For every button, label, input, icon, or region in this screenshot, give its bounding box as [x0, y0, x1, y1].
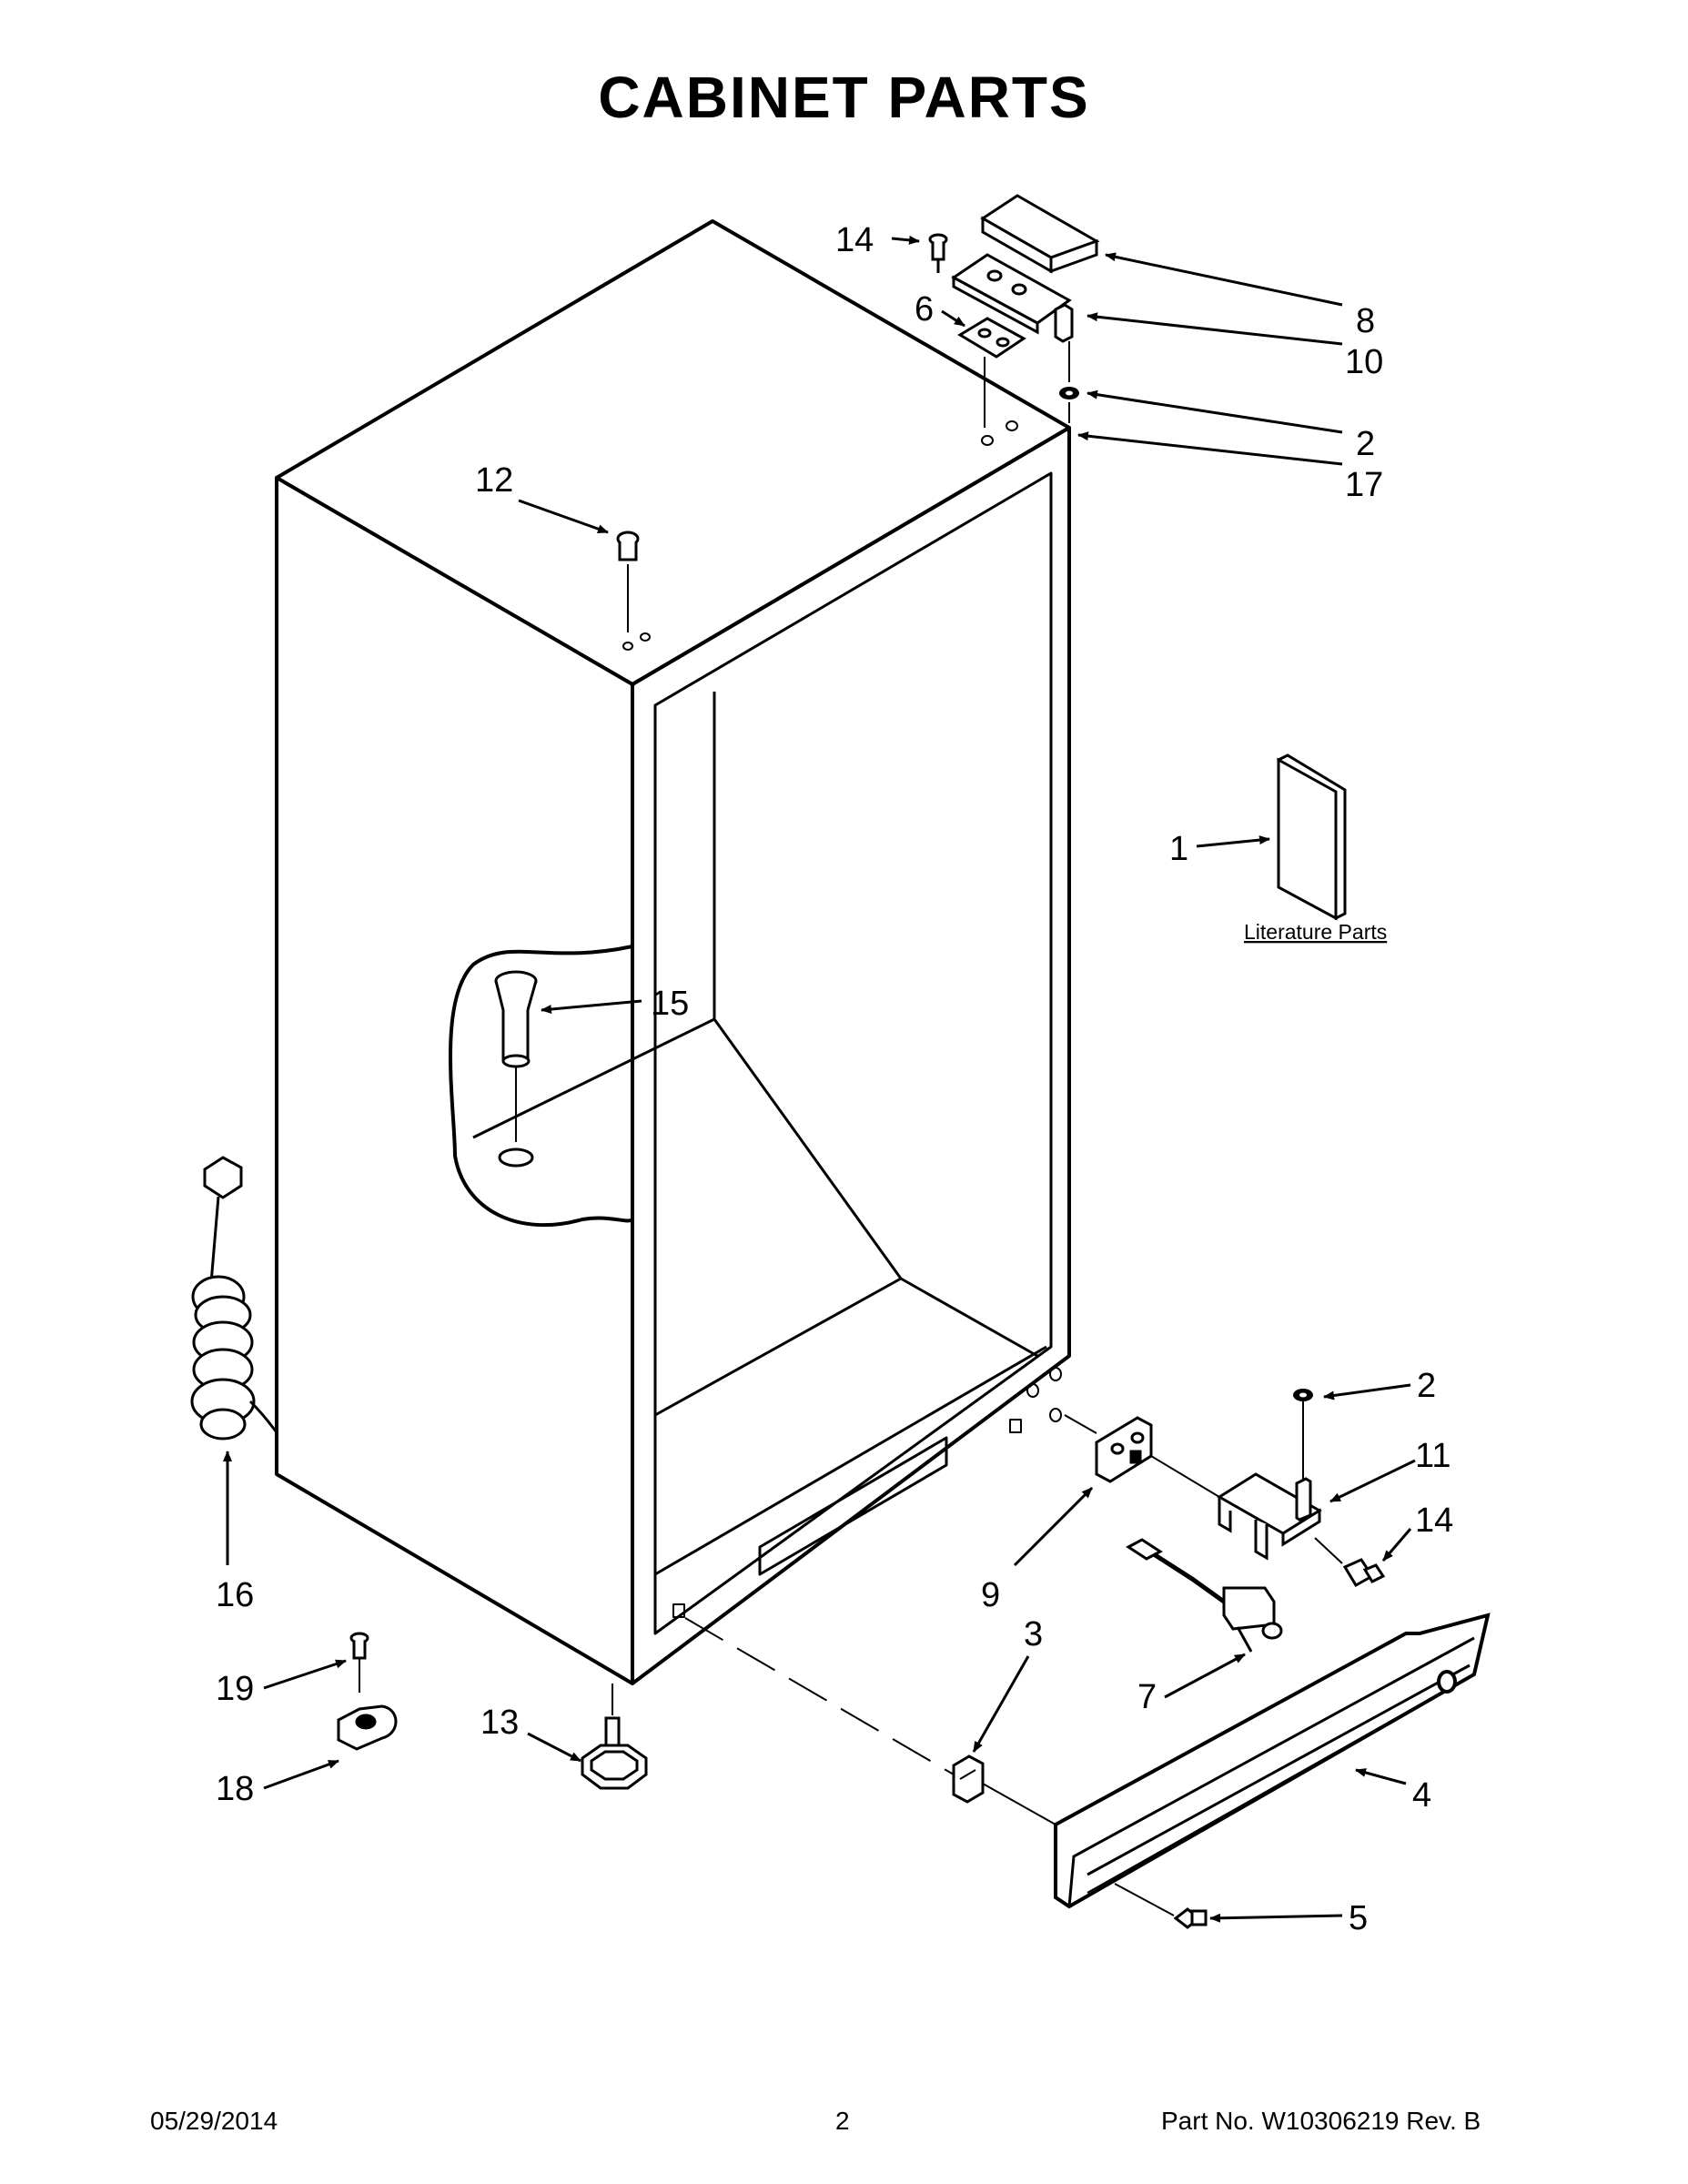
footer-date: 05/29/2014 [150, 2107, 278, 2135]
callout-19: 19 [216, 1670, 254, 1708]
bottom-hinge-part [1217, 1401, 1322, 1561]
footer-part-number: Part No. W10306219 Rev. B [1161, 2107, 1481, 2135]
callout-2: 2 [1356, 425, 1375, 463]
literature-parts-label: Literature Parts [1244, 920, 1387, 944]
grille-screw-part [1114, 1883, 1208, 1929]
cord-clamp-part [337, 1704, 398, 1751]
callout-6: 6 [915, 290, 934, 329]
callout-11: 11 [1415, 1437, 1450, 1475]
drain-tube-part [494, 970, 538, 1168]
washer-bottom-part [1293, 1389, 1313, 1401]
callout-3: 3 [1024, 1615, 1043, 1653]
screw-bottom-part [1314, 1537, 1386, 1588]
callout-1: 1 [1169, 830, 1188, 868]
bottom-hinge-plate-part [1064, 1414, 1220, 1498]
literature-book-part [1277, 753, 1347, 921]
leader-arrows [223, 235, 1416, 1923]
callout-4: 4 [1412, 1776, 1431, 1815]
callout-18: 18 [216, 1770, 254, 1808]
base-grille-part [1054, 1613, 1491, 1909]
grille-alignment-line [684, 1617, 1056, 1825]
callout-10: 10 [1345, 343, 1383, 381]
callout-12: 12 [475, 461, 513, 500]
callout-16: 16 [216, 1576, 254, 1614]
hinge-shim-part [957, 317, 1026, 359]
callout-7: 7 [1137, 1678, 1157, 1716]
cutaway-bubble [449, 944, 715, 1228]
cabinet-body [275, 219, 1071, 1685]
callout-17: 17 [1345, 466, 1383, 504]
clamp-screw-part [349, 1632, 369, 1693]
wire-harness-part [1126, 1538, 1283, 1653]
footer-page-number: 2 [835, 2107, 850, 2135]
callout-8: 8 [1356, 302, 1375, 340]
alignment-lines-top [984, 341, 1070, 428]
callout-15: 15 [651, 985, 689, 1023]
power-cord-part [190, 1156, 279, 1441]
callout-14: 14 [835, 221, 874, 259]
screw-top-part [928, 233, 948, 273]
washer-top-part [1059, 387, 1079, 399]
leveling-leg-part [581, 1684, 648, 1790]
page-title: CABINET PARTS [598, 65, 1090, 130]
callout-9: 9 [981, 1576, 1000, 1614]
callout-2-bottom: 2 [1417, 1367, 1436, 1405]
top-holes [622, 420, 1018, 651]
hinge-cover-part [980, 194, 1100, 274]
top-plug-part [616, 531, 640, 632]
callout-labels: 14 8 6 10 2 17 12 1 Literature Parts 15 … [216, 221, 1453, 1937]
callout-13: 13 [480, 1704, 519, 1742]
top-hinge-part [951, 253, 1074, 343]
callout-5: 5 [1349, 1899, 1368, 1937]
callout-14-bottom: 14 [1415, 1502, 1453, 1540]
grille-clip-part [952, 1754, 985, 1804]
